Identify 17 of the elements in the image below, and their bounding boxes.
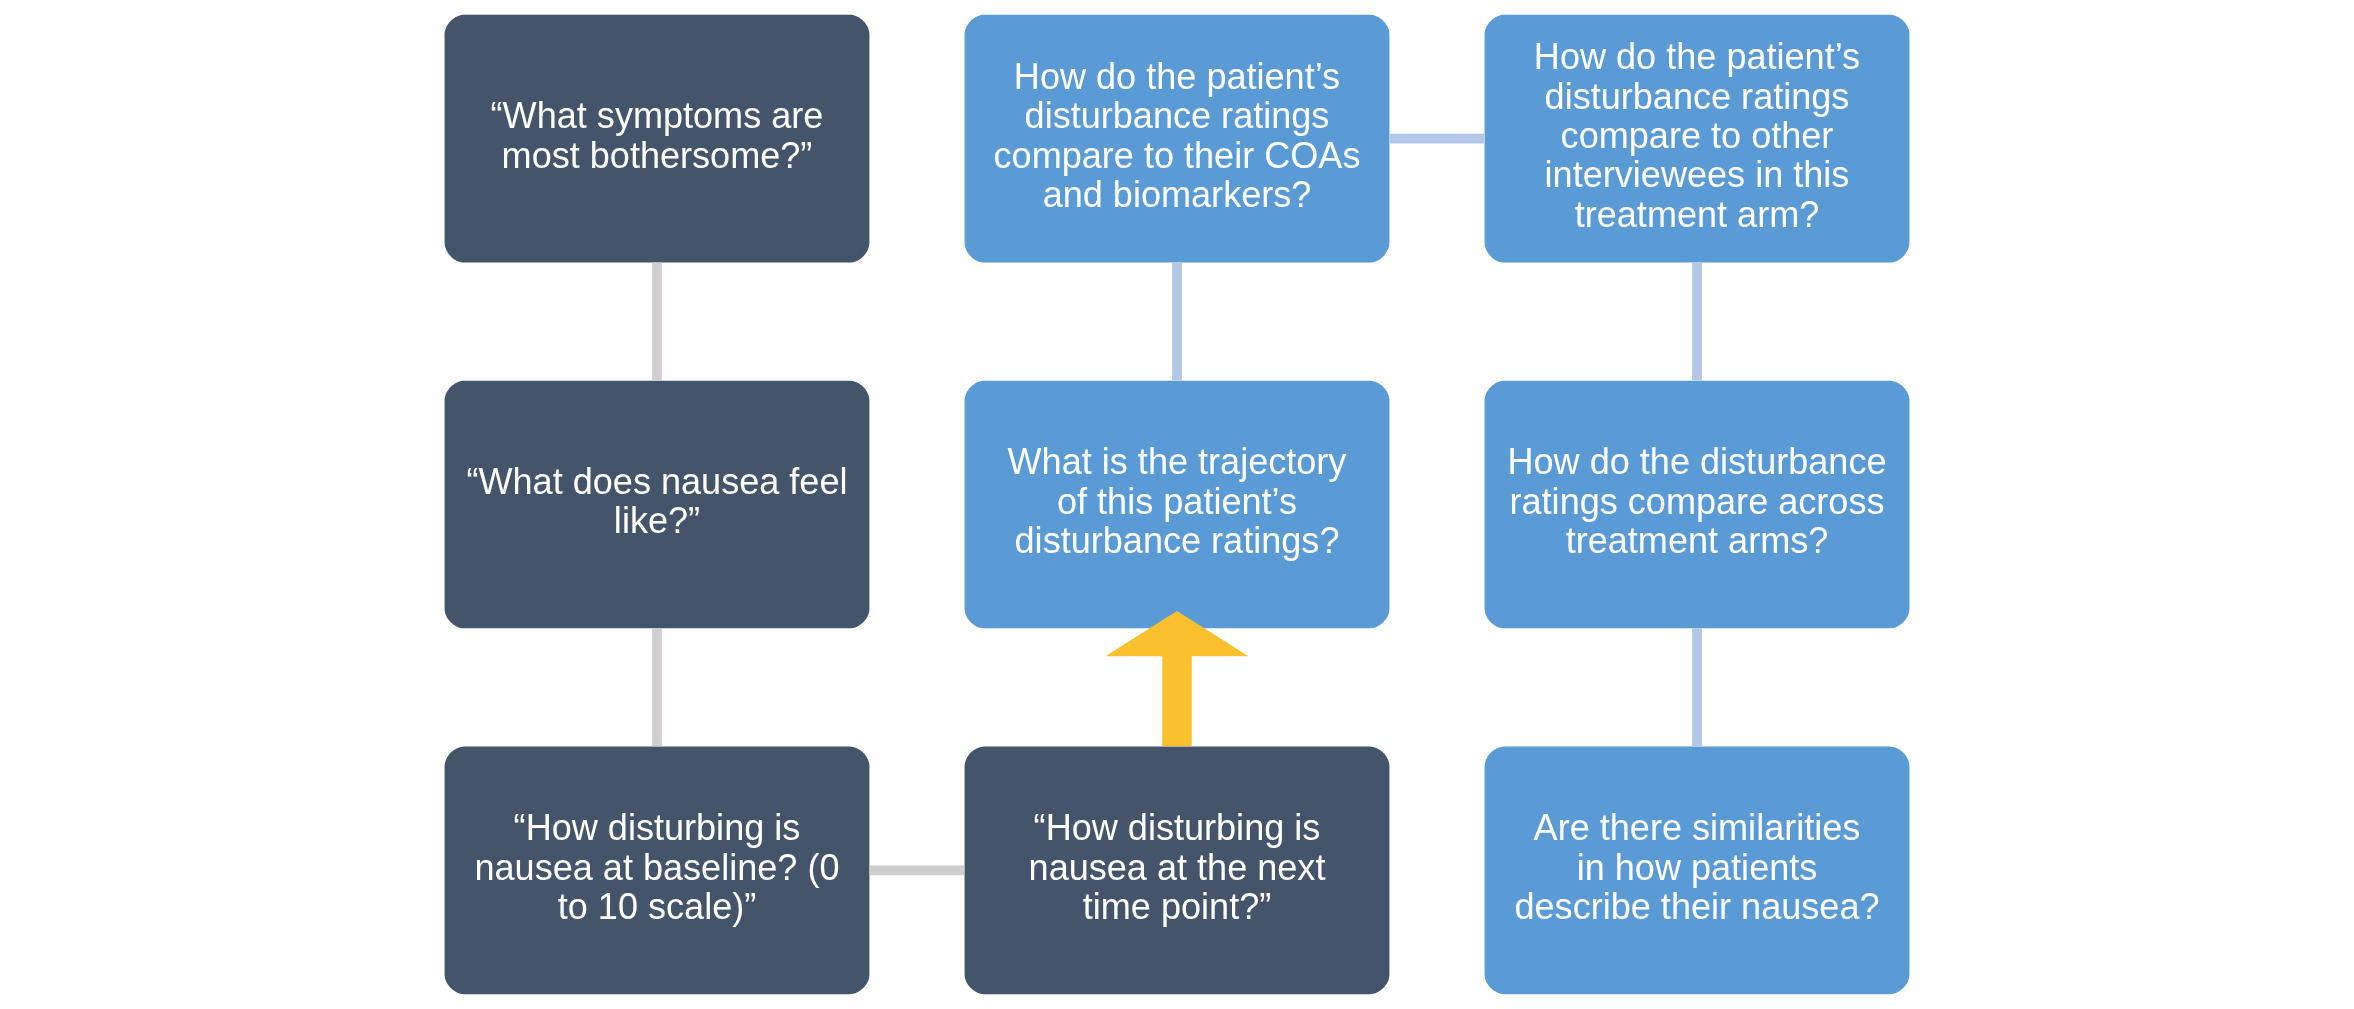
node-box: Are there similarities in how patients describe their nausea? bbox=[1484, 746, 1910, 995]
node-box: How do the patient’s disturbance ratings compare to their COAs and biomarkers? bbox=[964, 14, 1390, 263]
node-box: “How disturbing is nausea at the next time point?” bbox=[964, 746, 1390, 995]
node-box: How do the disturbance ratings compare across treatment arms? bbox=[1484, 380, 1910, 629]
connector bbox=[652, 262, 662, 381]
connector bbox=[1172, 262, 1182, 381]
node-box: “How disturbing is nausea at baseline? (0 to 10 scale)” bbox=[444, 746, 870, 995]
connector bbox=[1692, 262, 1702, 381]
node-box: What is the trajectory of this patient’s disturbance ratings? bbox=[964, 380, 1390, 629]
connector bbox=[652, 628, 662, 747]
connector bbox=[1389, 133, 1484, 144]
connector bbox=[1692, 628, 1702, 747]
arrow bbox=[1105, 610, 1249, 747]
node-box: “What symptoms are most bothersome?” bbox=[444, 14, 870, 263]
connector bbox=[869, 865, 964, 876]
node-box: How do the patient’s disturbance ratings compare to other interviewees in this treatment arm? bbox=[1484, 14, 1910, 263]
node-box: “What does nausea feel like?” bbox=[444, 380, 870, 629]
